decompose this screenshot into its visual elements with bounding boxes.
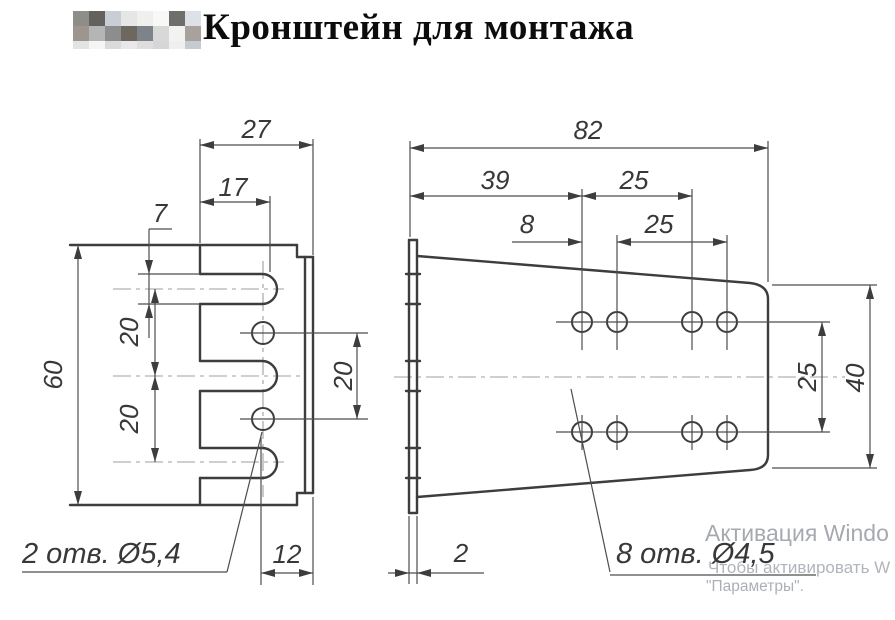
dim-label-slot-depth-17: 17 [219, 172, 249, 202]
left-view-dimension-lines [22, 139, 368, 585]
watermark-line-3: "Параметры". [706, 578, 804, 595]
watermark-line-1: Активация Windo [705, 520, 889, 546]
dim-label-width-27: 27 [241, 114, 272, 144]
dim-label-offset-39: 39 [481, 165, 510, 195]
dim-label-height-60: 60 [38, 360, 68, 389]
dim-label-span-25-top: 25 [619, 165, 649, 195]
dim-label-offset-12: 12 [273, 539, 302, 569]
dim-label-row-spacing-25: 25 [792, 362, 822, 392]
left-view-outline [68, 243, 315, 507]
watermark-line-2: Чтобы активировать W [708, 558, 891, 577]
dim-label-gap-8: 8 [520, 209, 535, 239]
dim-label-span-25-lower: 25 [644, 209, 674, 239]
dim-label-end-height-40: 40 [840, 363, 870, 392]
note-holes-left: 2 отв. Ø5,4 [21, 538, 181, 570]
dim-label-thickness-2: 2 [453, 538, 469, 568]
right-view-dimension-lines [388, 141, 877, 584]
right-view: 82 39 25 8 25 25 40 2 8 отв. Ø4,5 [388, 115, 877, 584]
note-holes-right: 8 отв. Ø4,5 [616, 538, 775, 570]
right-view-arrowheads [395, 144, 874, 577]
left-view-centerlines [113, 261, 305, 497]
left-view-arrowheads [74, 141, 361, 577]
dim-label-hole-spacing-20: 20 [328, 361, 358, 391]
dim-label-pitch-20-top: 20 [114, 317, 144, 347]
page-title: Кронштейн для монтажа [203, 7, 635, 48]
right-view-outline [404, 238, 770, 515]
dim-label-pitch-20-bottom: 20 [114, 404, 144, 434]
redaction-mosaic [73, 11, 201, 49]
dim-label-length-82: 82 [574, 115, 603, 145]
left-view: 27 17 7 60 20 20 20 12 2 отв. Ø5,4 [21, 114, 368, 585]
dim-label-slot-width-7: 7 [153, 198, 169, 228]
